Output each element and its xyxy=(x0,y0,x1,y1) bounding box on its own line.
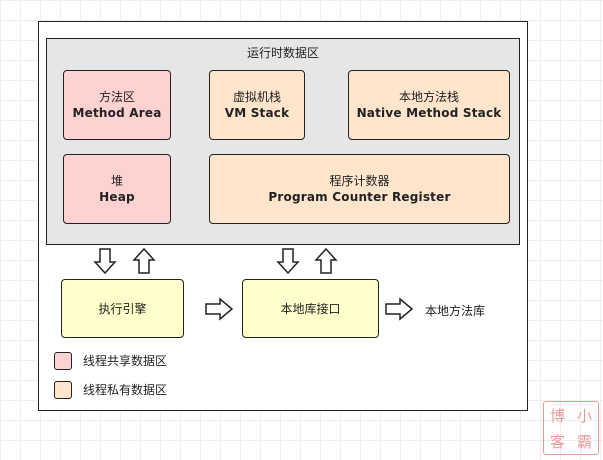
arrow-right-icon xyxy=(205,297,234,321)
native-method-stack-zh: 本地方法栈 xyxy=(398,90,459,104)
program-counter-register-en: Program Counter Register xyxy=(268,190,451,204)
watermark-seal: 博小客霸 xyxy=(543,401,599,455)
heap-zh: 堆 xyxy=(110,174,123,188)
execution-engine-label: 执行引擎 xyxy=(98,301,147,316)
program-counter-register-zh: 程序计数器 xyxy=(329,174,390,188)
native-interface-box: 本地库接口 xyxy=(242,279,379,338)
legend-shared-label: 线程共享数据区 xyxy=(83,354,168,368)
arrow-up-icon xyxy=(314,247,338,274)
native-library-label: 本地方法库 xyxy=(425,304,486,318)
arrow-right-icon xyxy=(385,297,414,321)
execution-engine-box: 执行引擎 xyxy=(61,279,184,338)
runtime-data-area-title: 运行时数据区 xyxy=(246,46,319,60)
vm-stack-zh: 虚拟机栈 xyxy=(232,90,281,104)
vm-stack-en: VM Stack xyxy=(224,106,290,120)
method-area-en: Method Area xyxy=(72,106,162,120)
heap-box: 堆 Heap xyxy=(63,154,171,224)
method-area-zh: 方法区 xyxy=(98,90,135,104)
arrow-down-icon xyxy=(93,248,117,275)
legend-shared-swatch xyxy=(54,352,72,370)
native-interface-label: 本地库接口 xyxy=(280,301,341,316)
arrow-down-icon xyxy=(276,248,300,275)
native-method-stack-en: Native Method Stack xyxy=(356,106,502,120)
arrow-up-icon xyxy=(132,247,156,274)
native-method-stack-box: 本地方法栈 Native Method Stack xyxy=(348,70,510,140)
method-area-box: 方法区 Method Area xyxy=(63,70,171,140)
heap-en: Heap xyxy=(99,190,135,204)
legend-private-label: 线程私有数据区 xyxy=(83,383,168,397)
legend-private-swatch xyxy=(54,381,72,399)
vm-stack-box: 虚拟机栈 VM Stack xyxy=(209,70,305,140)
program-counter-register-box: 程序计数器 Program Counter Register xyxy=(209,154,510,224)
